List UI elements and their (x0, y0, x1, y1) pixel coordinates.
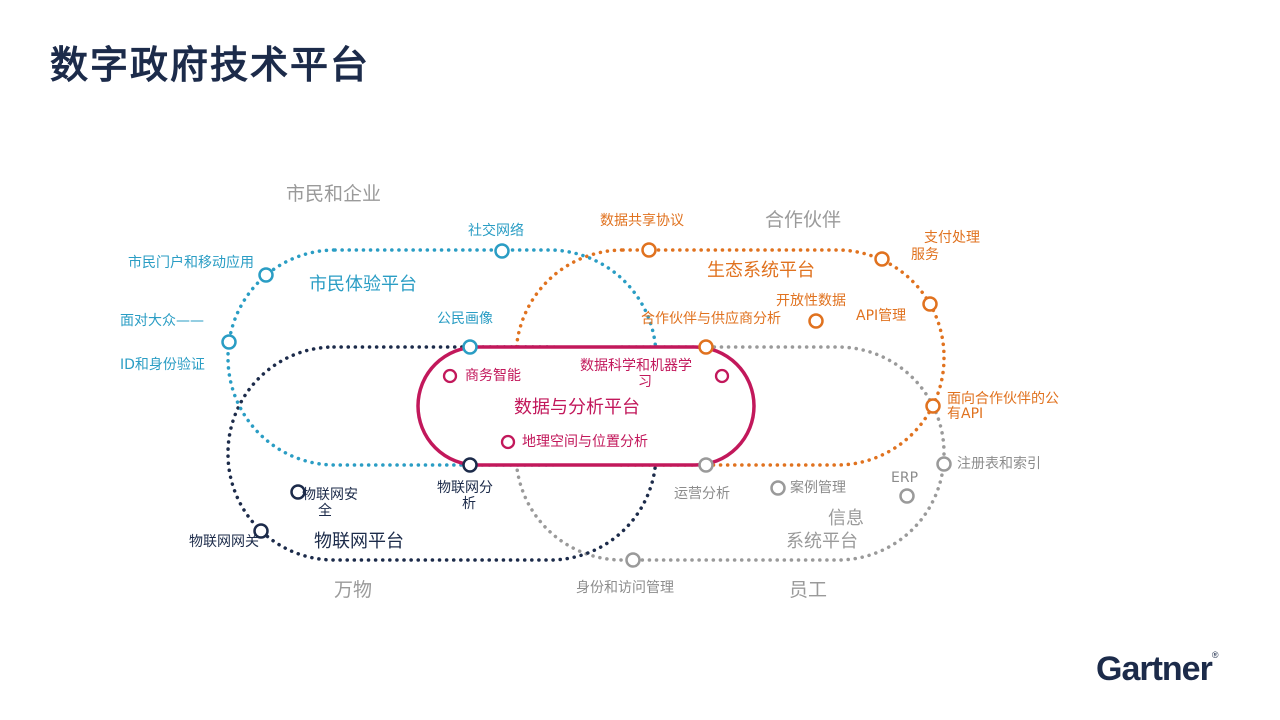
node-iot-security-label-line2: 全 (318, 503, 332, 519)
node-iam-marker (625, 552, 641, 568)
node-case-mgmt-marker (770, 480, 786, 496)
node-iot-analytics-label-line2: 析 (462, 496, 476, 512)
data-platform-label: 数据与分析平台 (514, 397, 640, 418)
node-iot-analytics-marker (462, 457, 478, 473)
node-ds-ml-label-line2: 习 (638, 374, 652, 390)
node-iot-security-marker (290, 484, 306, 500)
node-iot-gateway-label: 物联网网关 (189, 534, 259, 550)
node-ds-ml-label-line1: 数据科学和机器学 (580, 358, 692, 374)
node-payment-label-line2: 服务 (911, 247, 939, 263)
node-open-data-marker (808, 313, 824, 329)
node-payment-label-line1: 支付处理 (924, 230, 980, 246)
node-ops-analytics-marker (698, 457, 714, 473)
node-public-api-marker (925, 398, 941, 414)
node-iot-security-label-line1: 物联网安 (302, 487, 358, 503)
node-facing-label-line1: 面对大众—— (120, 313, 204, 329)
node-facing-marker (221, 334, 237, 350)
node-social-marker (494, 243, 510, 259)
node-api-mgmt-label: API管理 (856, 308, 907, 324)
node-erp-label: ERP (891, 470, 919, 486)
zone-things: 万物 (334, 579, 373, 601)
zone-partners: 合作伙伴 (765, 209, 842, 231)
gartner-logo-text: Gartner (1096, 650, 1213, 688)
node-partner-analytics-label: 合作伙伴与供应商分析 (641, 311, 781, 327)
node-data-sharing-label: 数据共享协议 (600, 213, 684, 229)
node-public-api-label-line2: 有API (947, 406, 984, 422)
zone-citizens: 市民和企业 (286, 183, 382, 205)
citizen-platform-label: 市民体验平台 (309, 274, 417, 295)
node-iot-analytics-label-line1: 物联网分 (437, 480, 493, 496)
registered-mark: ® (1211, 650, 1219, 660)
node-geo-label: 地理空间与位置分析 (522, 434, 648, 450)
node-bi-label: 商务智能 (465, 368, 521, 384)
node-bi-marker (442, 368, 458, 384)
node-geo-marker (500, 434, 516, 450)
node-public-api-label-line1: 面向合作伙伴的公 (947, 391, 1059, 407)
zone-employees: 员工 (789, 579, 828, 601)
node-open-data-label: 开放性数据 (776, 293, 846, 309)
node-data-sharing-marker (641, 242, 657, 258)
node-ops-analytics-label: 运营分析 (674, 486, 730, 502)
node-partner-analytics-marker (698, 339, 714, 355)
gartner-logo: Gartner® (1096, 650, 1219, 689)
node-social-label: 社交网络 (468, 223, 524, 239)
node-erp-marker (899, 488, 915, 504)
data-platform-loop (416, 345, 756, 467)
node-facing-label-line2: ID和身份验证 (120, 357, 205, 373)
node-portal-marker (258, 267, 274, 283)
info-platform-loop (514, 345, 946, 562)
node-payment-marker (874, 251, 890, 267)
ecosystem-platform-loop (514, 248, 946, 467)
node-api-mgmt-marker (922, 296, 938, 312)
iot-platform-label: 物联网平台 (314, 531, 404, 552)
node-registry-marker (936, 456, 952, 472)
node-iam-label: 身份和访问管理 (576, 580, 674, 596)
node-case-mgmt-label: 案例管理 (790, 480, 846, 496)
node-profile-marker (462, 339, 478, 355)
node-profile-label: 公民画像 (437, 311, 493, 327)
node-portal-label: 市民门户和移动应用 (128, 255, 254, 271)
page-title: 数字政府技术平台 (50, 42, 371, 87)
node-registry-label: 注册表和索引 (957, 456, 1041, 472)
node-iot-gateway-marker (253, 523, 269, 539)
node-ds-ml-marker (714, 368, 730, 384)
ecosystem-platform-label: 生态系统平台 (707, 260, 815, 281)
info-platform-label-line1: 信息 (828, 508, 864, 529)
info-platform-label-line2: 系统平台 (786, 531, 858, 552)
